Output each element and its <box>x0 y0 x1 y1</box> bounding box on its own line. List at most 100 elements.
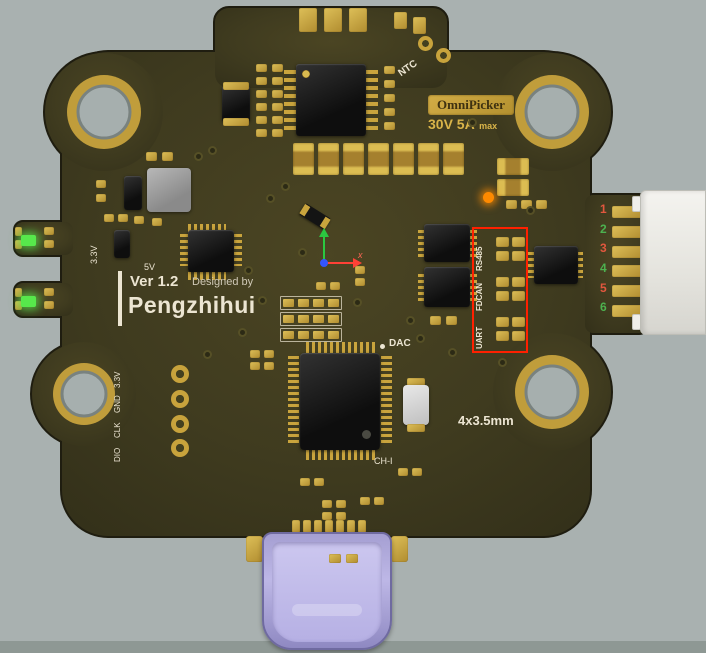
mounting-hole-bore-bottom-right <box>524 364 580 420</box>
solder-pad <box>272 103 283 111</box>
connector-pin-pad <box>612 226 642 238</box>
castellated-pad <box>292 520 300 533</box>
solder-pad <box>256 90 267 98</box>
bus-pad <box>512 237 525 247</box>
mcu-leads-bottom <box>306 449 376 460</box>
mcu-leads-left <box>288 356 299 444</box>
solder-pad <box>44 227 54 235</box>
via-ring-pad <box>418 36 433 51</box>
mounting-hole-bore-top-left <box>76 84 132 140</box>
solder-pad <box>506 200 517 209</box>
bus-pad <box>512 331 525 341</box>
solder-pad <box>313 315 324 323</box>
mcu-pin1-marker <box>362 430 371 439</box>
solder-pad <box>384 80 395 88</box>
via <box>528 208 533 213</box>
component-terminal <box>223 118 249 126</box>
via <box>500 360 505 365</box>
castellated-pad <box>336 520 344 533</box>
solder-pad <box>250 350 260 358</box>
green-led <box>21 296 36 307</box>
capacitor <box>318 143 339 175</box>
solder-pad <box>398 468 408 476</box>
bus-label-uart: UART <box>475 326 484 349</box>
solder-pad <box>412 468 422 476</box>
solder-pad <box>118 214 128 222</box>
solder-pad <box>298 315 309 323</box>
solder-pad <box>96 180 106 188</box>
solder-pad <box>44 301 54 309</box>
pin-number-2: 2 <box>600 222 607 236</box>
solder-pad <box>384 108 395 116</box>
debug-label-gnd: GND <box>113 395 122 413</box>
solder-pad <box>346 554 358 563</box>
solder-pad <box>300 478 310 486</box>
pin-number-6: 6 <box>600 300 607 314</box>
inductor-component <box>222 86 250 122</box>
ic-leads-right <box>234 234 242 266</box>
ic-leads-left <box>284 70 296 132</box>
bus-pad <box>496 237 509 247</box>
power-rating-value: 30V 5A <box>428 116 475 132</box>
solder-pad <box>44 240 54 248</box>
via <box>196 154 201 159</box>
solder-pad <box>283 331 294 339</box>
ch1-label: CH-I <box>374 456 393 466</box>
ic-leads-left <box>418 230 425 258</box>
solder-pad <box>298 299 309 307</box>
solder-pad <box>256 77 267 85</box>
capacitor <box>393 143 414 175</box>
bus-pad <box>496 251 509 261</box>
rail-3v3-label: 3.3V <box>89 245 99 264</box>
transceiver-ic-1 <box>424 224 470 262</box>
solder-pad <box>374 497 384 505</box>
solder-pad <box>322 500 332 508</box>
ic-leads-left <box>180 234 188 266</box>
solder-pad <box>313 299 324 307</box>
solder-pad <box>272 64 283 72</box>
solder-pad <box>521 200 532 209</box>
via <box>205 352 210 357</box>
capacitor <box>418 143 439 175</box>
sot23-transistor <box>124 176 142 210</box>
mounting-hole-bore-bottom-left <box>60 370 108 418</box>
orange-led <box>483 192 494 203</box>
solder-pad <box>96 194 106 202</box>
pin-number-5: 5 <box>600 281 607 295</box>
solder-pad <box>256 64 267 72</box>
castellated-pad <box>15 227 22 236</box>
via <box>470 120 475 125</box>
via <box>408 318 413 323</box>
castellated-pad <box>15 301 22 310</box>
esd-protection-ic <box>534 246 578 284</box>
via <box>283 184 288 189</box>
pad-group-outlined <box>280 312 342 326</box>
power-rating-max: max <box>479 121 498 131</box>
ic-leads-left <box>418 274 425 302</box>
solder-pad <box>250 362 260 370</box>
castellated-pad <box>303 520 311 533</box>
origin-axis-x <box>325 262 355 264</box>
power-inductor <box>147 168 191 212</box>
crystal-oscillator <box>403 385 429 425</box>
via <box>355 300 360 305</box>
via <box>268 196 273 201</box>
pin-number-1: 1 <box>600 202 607 216</box>
solder-pad <box>299 8 317 32</box>
solder-pad <box>146 152 157 161</box>
via <box>450 350 455 355</box>
via <box>210 148 215 153</box>
via <box>246 268 251 273</box>
castellated-pad <box>314 520 322 533</box>
solder-pad <box>152 218 162 226</box>
castellated-pad <box>325 520 333 533</box>
power-rating-label: 30V 5A max <box>428 116 497 134</box>
via <box>240 330 245 335</box>
solder-pad <box>44 288 54 296</box>
debug-pad <box>171 439 189 457</box>
ic-leads-right <box>576 252 583 278</box>
solder-pad <box>349 8 367 32</box>
usb-anchor-pad <box>391 536 408 562</box>
